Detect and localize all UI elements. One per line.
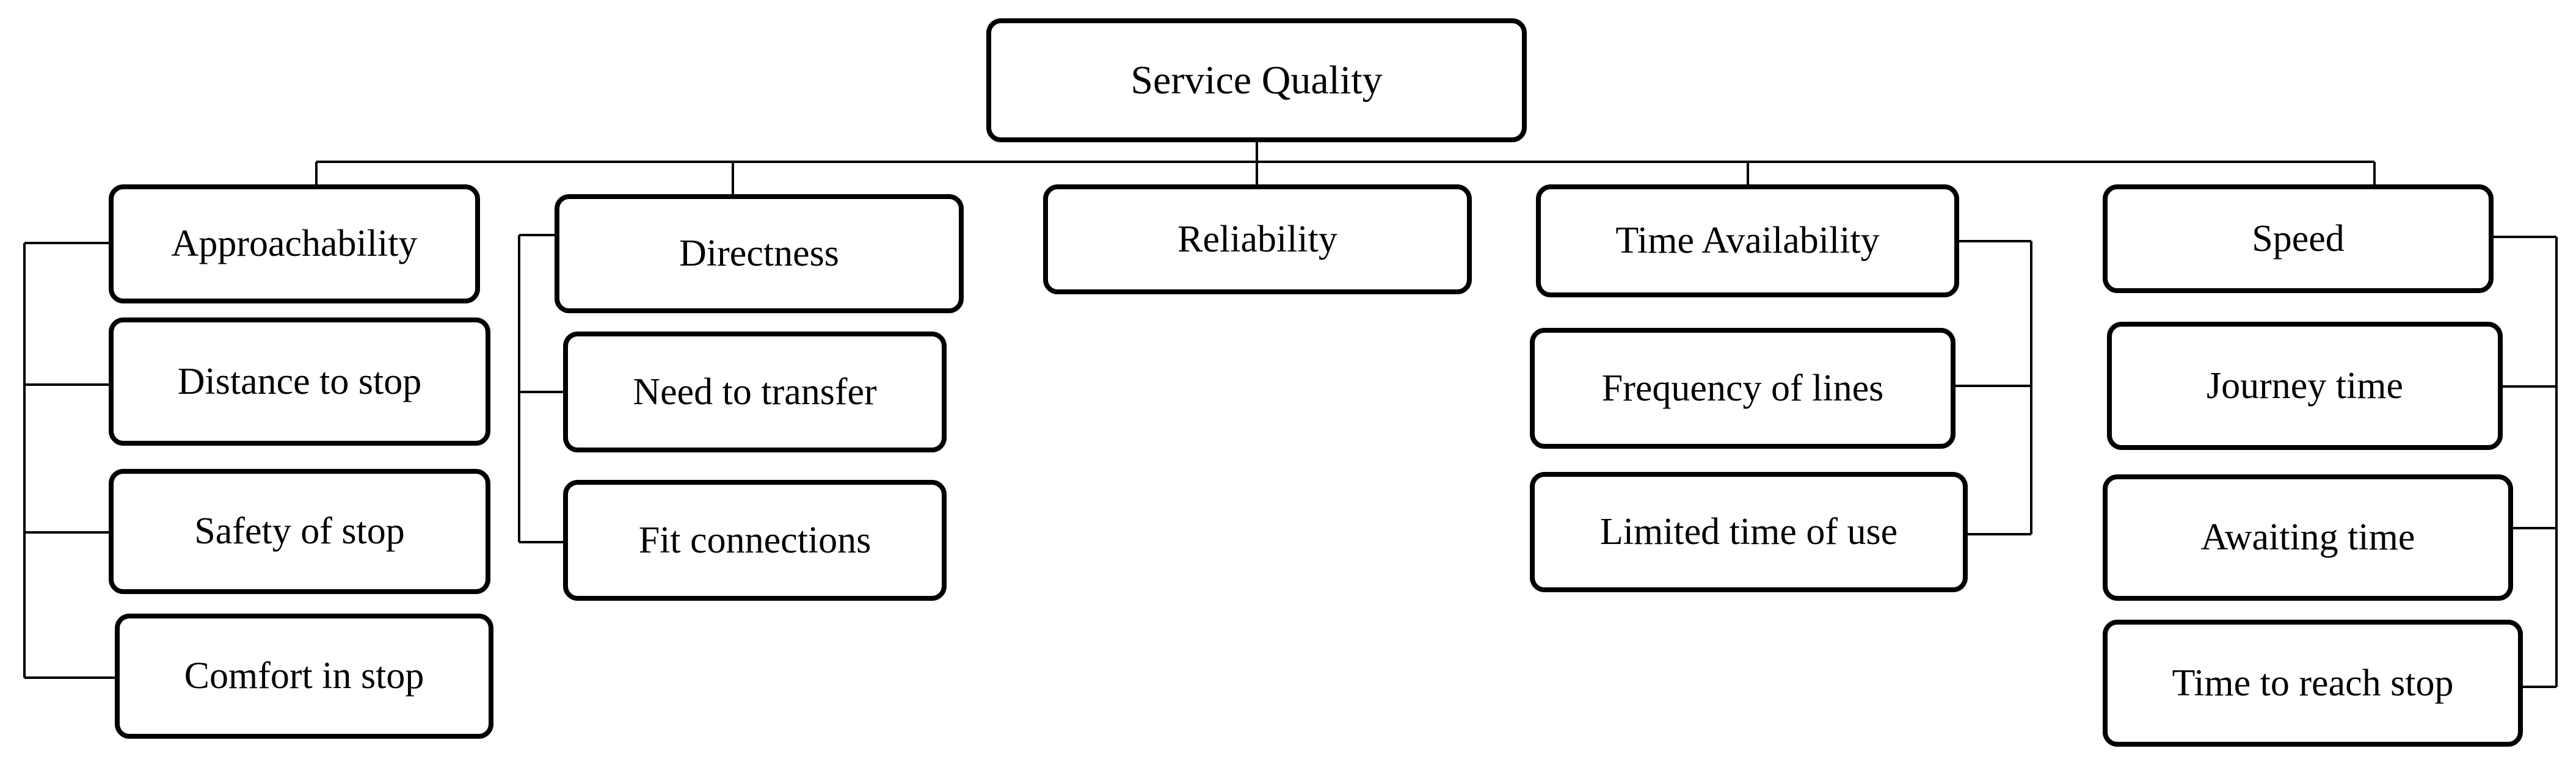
item-label: Safety of stop xyxy=(194,510,405,552)
item-comfort-in-stop: Comfort in stop xyxy=(115,614,493,739)
item-journey-time: Journey time xyxy=(2107,322,2503,450)
root-label: Service Quality xyxy=(1130,57,1383,103)
category-speed: Speed xyxy=(2103,184,2494,293)
category-label: Speed xyxy=(2252,217,2345,259)
category-label: Reliability xyxy=(1177,218,1337,260)
root-node: Service Quality xyxy=(986,18,1527,142)
category-approachability: Approachability xyxy=(109,184,480,303)
category-label: Approachability xyxy=(171,223,418,264)
category-label: Time Availability xyxy=(1615,220,1880,261)
category-directness: Directness xyxy=(555,194,964,313)
item-fit-connections: Fit connections xyxy=(563,480,947,601)
category-time-availability: Time Availability xyxy=(1536,184,1959,297)
item-limited-time-of-use: Limited time of use xyxy=(1530,472,1968,592)
category-reliability: Reliability xyxy=(1043,184,1472,294)
item-label: Journey time xyxy=(2207,364,2403,407)
item-distance-to-stop: Distance to stop xyxy=(109,317,490,446)
category-label: Directness xyxy=(679,233,839,274)
item-awaiting-time: Awaiting time xyxy=(2103,474,2513,601)
item-label: Awaiting time xyxy=(2200,517,2415,558)
item-time-to-reach-stop: Time to reach stop xyxy=(2103,620,2523,747)
item-label: Limited time of use xyxy=(1599,511,1898,553)
item-label: Time to reach stop xyxy=(2172,662,2454,704)
item-label: Need to transfer xyxy=(633,371,877,413)
item-label: Comfort in stop xyxy=(184,655,424,697)
item-label: Frequency of lines xyxy=(1601,367,1884,409)
item-need-to-transfer: Need to transfer xyxy=(563,332,947,452)
item-safety-of-stop: Safety of stop xyxy=(109,469,490,594)
item-frequency-of-lines: Frequency of lines xyxy=(1530,328,1956,449)
item-label: Distance to stop xyxy=(177,360,422,402)
item-label: Fit connections xyxy=(638,519,871,561)
